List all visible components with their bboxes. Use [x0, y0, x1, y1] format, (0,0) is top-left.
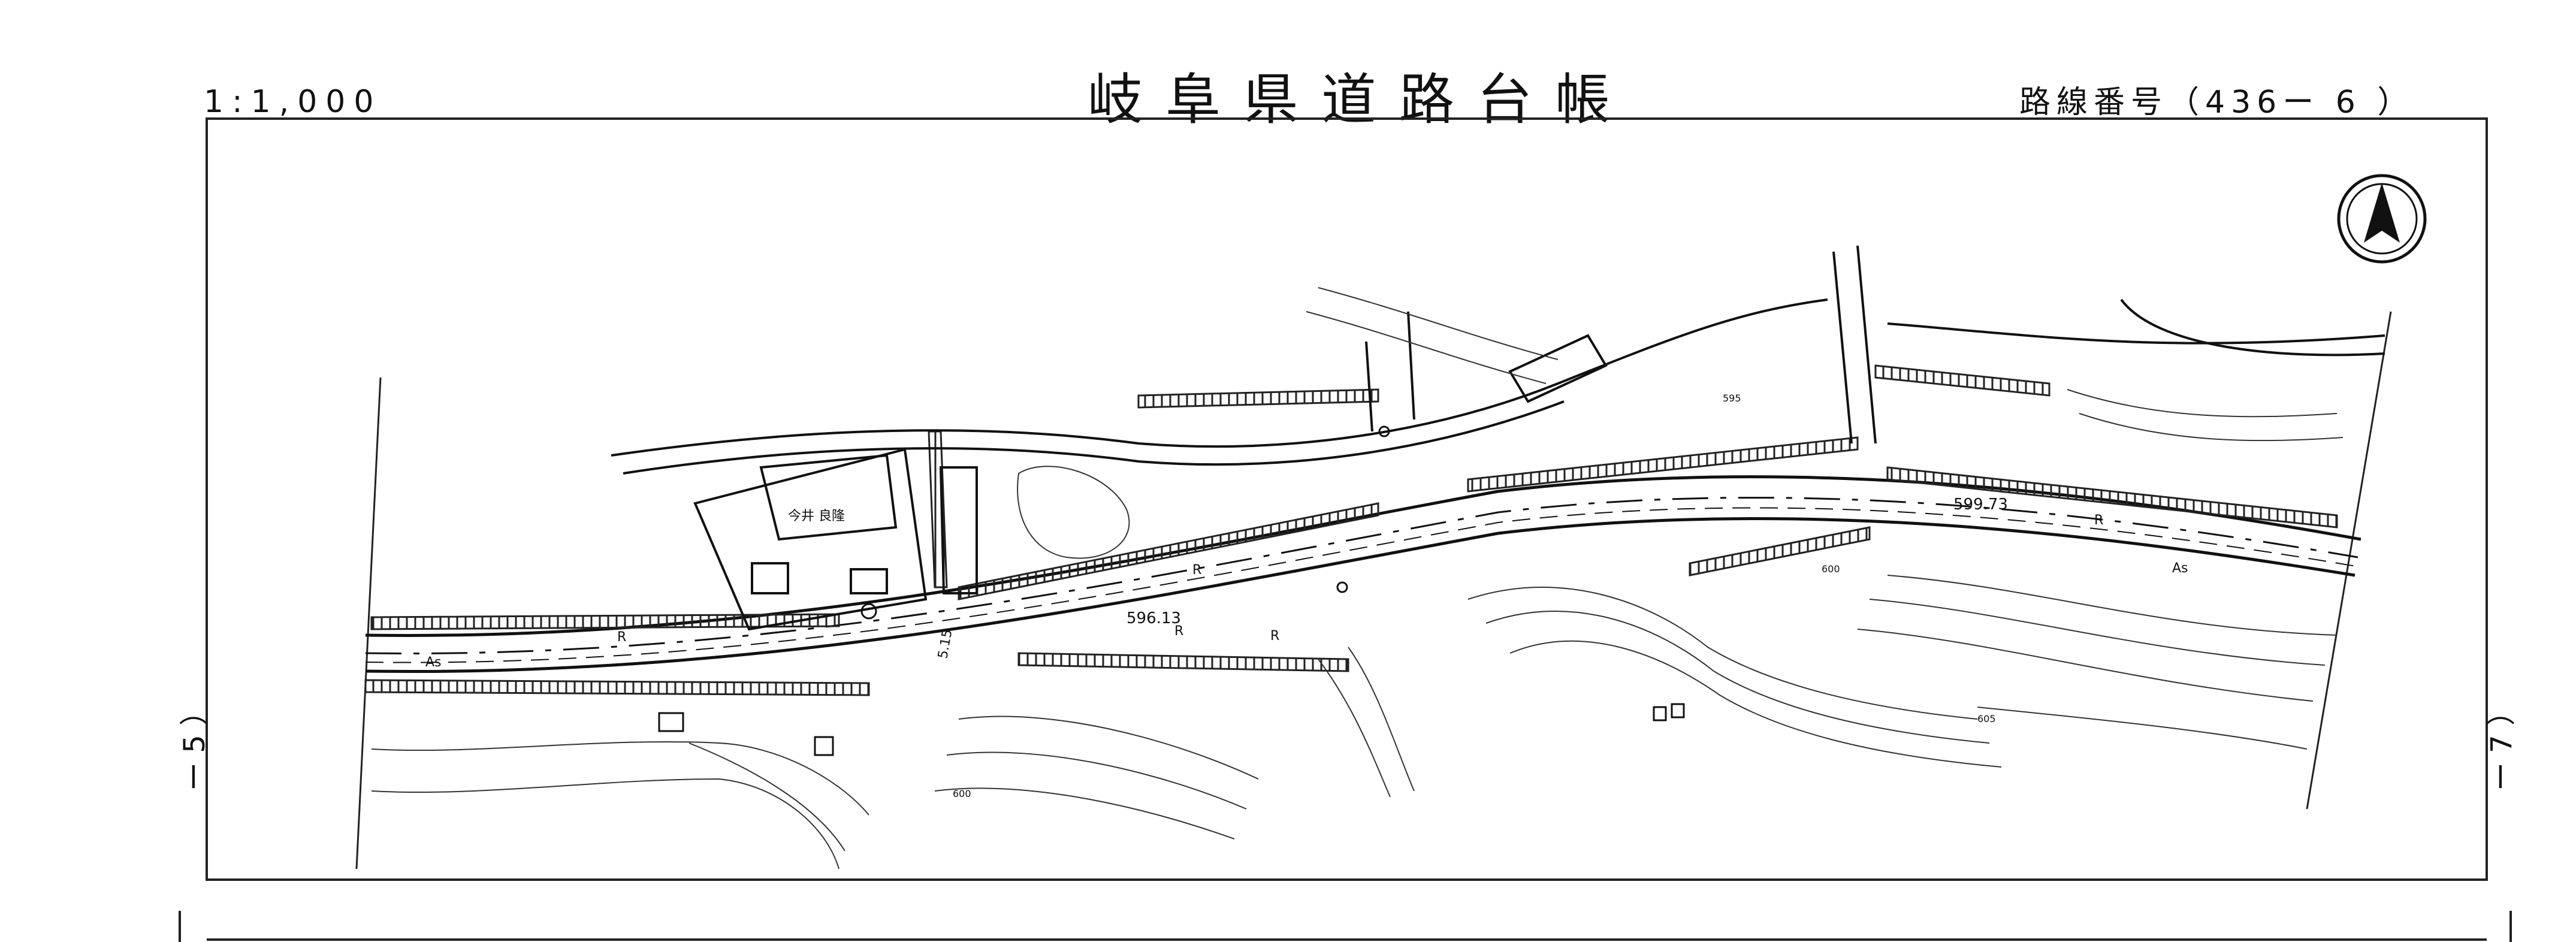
map-labels: 今井 良隆 596.13 599.73 As As R R R R R 5.15…	[425, 393, 2188, 799]
map-frame	[206, 117, 2488, 881]
elevation-label-2: 599.73	[1953, 496, 2008, 514]
contour-label-600a: 600	[953, 788, 971, 799]
small-structures	[658, 425, 1685, 756]
embankments	[364, 364, 2338, 696]
plot-right-edge	[2306, 311, 2392, 810]
elevation-label-1: 596.13	[1127, 609, 1181, 627]
road-mark-2: R	[1270, 629, 1279, 644]
page-title: 岐阜県道路台帳	[1088, 68, 1633, 132]
building-label: 今井 良隆	[788, 509, 845, 524]
upper-roads	[611, 245, 2385, 475]
adjacent-sheet-right: ー 7 ）	[2485, 696, 2518, 791]
surface-label-left: As	[425, 655, 442, 670]
building-footprint	[693, 448, 978, 631]
route-tag: 5.15	[935, 628, 955, 660]
contour-label-600b: 600	[1822, 563, 1840, 575]
adjacent-sheet-left: ー 5 ）	[178, 696, 212, 791]
map-scale: 1:1,000	[204, 84, 382, 120]
contour-label-605: 605	[1977, 713, 1996, 724]
route-number: 路線番号（436ー 6 ）	[2019, 84, 2415, 120]
plot-left-edge	[355, 377, 382, 869]
road-mark-3: R	[1192, 563, 1201, 578]
contour-label-595: 595	[1723, 393, 1741, 404]
north-arrow-icon	[2337, 174, 2427, 264]
road-mark-5: R	[1174, 624, 1183, 639]
road-mark-4: R	[2094, 513, 2103, 528]
road-mark-1: R	[617, 630, 626, 645]
surface-label-right: As	[2172, 561, 2188, 576]
contour-lines	[371, 287, 2344, 869]
